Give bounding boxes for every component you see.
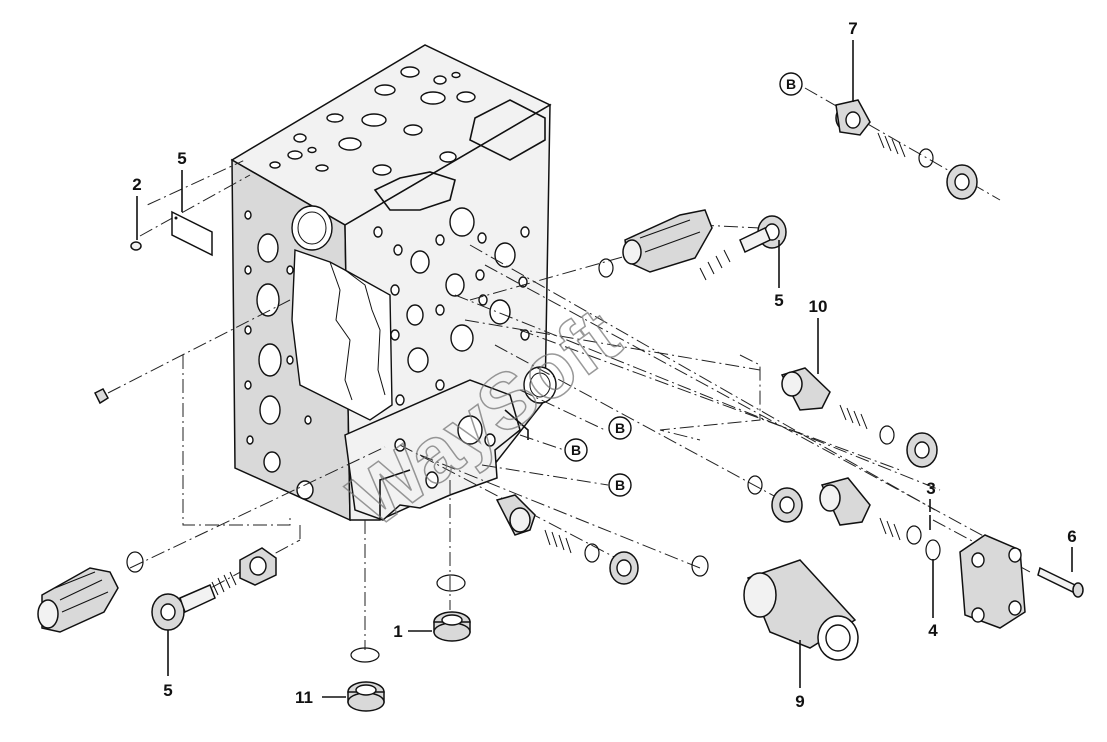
- svg-text:B: B: [615, 477, 625, 493]
- bolt-7: [1037, 566, 1084, 598]
- end-cover: [925, 534, 1026, 629]
- callout-6: 5: [177, 149, 186, 168]
- relief-valve-left: [37, 551, 144, 633]
- set-screw: [93, 388, 110, 405]
- callout-5-lower: 5: [163, 681, 172, 700]
- ref-b-2: B: [608, 416, 632, 440]
- ref-b-3: B: [564, 438, 588, 462]
- callout-2: 2: [132, 175, 141, 194]
- plug-5-lower: [151, 547, 277, 631]
- callout-10: 10: [809, 297, 828, 316]
- center-spool-set: [495, 494, 639, 585]
- callout-9: 9: [795, 692, 804, 711]
- plug-1: [433, 574, 471, 642]
- spool-8-group: [835, 99, 978, 200]
- callout-4: 4: [928, 621, 938, 640]
- svg-text:B: B: [615, 420, 625, 436]
- callout-1: 1: [393, 622, 402, 641]
- callout-7: 6: [1067, 527, 1076, 546]
- ref-b-1: B: [779, 72, 803, 96]
- valve-body: [230, 44, 557, 522]
- callout-8: 7: [848, 19, 857, 38]
- spool-10: [780, 367, 938, 468]
- ref-b-4: B: [608, 473, 632, 497]
- center-right-plugs: [747, 475, 922, 545]
- nameplate-6: [171, 210, 213, 257]
- plug-11: [347, 647, 385, 712]
- cartridge-9: [691, 555, 859, 661]
- callout-5-upper: 5: [774, 291, 783, 310]
- callout-11: 11: [295, 688, 313, 707]
- callout-3: 3: [926, 479, 935, 498]
- relief-valve-upper: [598, 209, 787, 281]
- svg-text:B: B: [571, 442, 581, 458]
- leader-lines: [136, 40, 1073, 698]
- svg-text:B: B: [786, 76, 796, 92]
- pin-2: [130, 241, 142, 251]
